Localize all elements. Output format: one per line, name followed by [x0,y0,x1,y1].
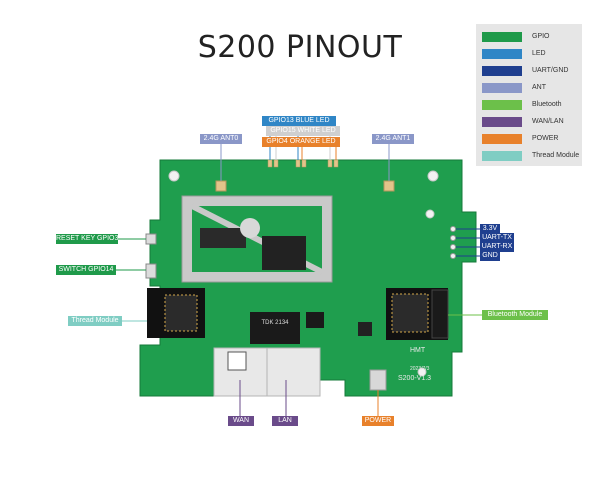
tag-ant0: 2.4G ANT0 [200,134,242,144]
legend-item-gpio: GPIO [482,32,582,44]
silk-model: S200-V1.3 [398,375,431,382]
tag-gnd: GND [480,251,500,261]
tag-power: POWER [362,416,394,426]
switch-part [145,263,157,279]
page-title: S200 PINOUT [197,30,403,65]
chip-small [200,228,246,248]
led-pad [273,159,279,168]
legend-item-led: LED [482,49,582,61]
legend-item-ant: ANT [482,83,582,95]
ethernet-chip-text: TDK 2134 [261,320,289,326]
tag-switch-gpio14: SWITCH GPIO14 [56,265,116,275]
pin-gnd [450,253,456,259]
legend-swatch [482,49,522,59]
ant0-pad [215,180,227,192]
legend-item-bluetooth: Bluetooth [482,100,582,112]
led-pad [301,159,307,168]
qr-code [227,351,247,371]
legend-label: UART/GND [532,67,569,74]
tag-uart-tx: UART-TX [480,233,514,243]
tag-3v3: 3.3V [480,224,500,234]
bluetooth-module-chip [391,293,429,333]
silk-hmt: HMT [410,347,426,354]
legend-label: WAN/LAN [532,118,564,125]
tag-ant1: 2.4G ANT1 [372,134,414,144]
mount-hole [427,170,439,182]
legend-label: Thread Module [532,152,580,159]
usb-c-port [369,369,387,391]
bluetooth-header [431,289,449,339]
led-pad [327,159,333,168]
legend-item-thread: Thread Module [482,151,582,163]
small-ic [306,312,324,328]
inductor [358,322,372,336]
led-pad [333,159,339,168]
pin-rx [450,244,456,250]
tag-bluetooth-module: Bluetooth Module [482,310,548,320]
ethernet-chip [250,312,300,344]
legend-swatch [482,134,522,144]
legend: GPIO LED UART/GND ANT Bluetooth WAN/LAN … [476,24,582,166]
legend-item-uart-gnd: UART/GND [482,66,582,78]
silk-date: 2023/7/3 [410,366,430,372]
ant1-pad [383,180,395,192]
tag-reset-gpio3: RESET KEY GPIO3 [56,234,118,244]
tag-uart-rx: UART-RX [480,242,514,252]
legend-item-power: POWER [482,134,582,146]
mount-hole [417,367,427,377]
tag-thread-module: Thread Module [68,316,122,326]
thread-module-chip [164,294,198,332]
reset-button-part [145,233,157,245]
legend-item-wan-lan: WAN/LAN [482,117,582,129]
led-pad [295,159,301,168]
legend-swatch [482,66,522,76]
mount-hole [168,170,180,182]
tag-gpio15: GPIO15 WHITE LED [266,126,340,136]
legend-swatch [482,151,522,161]
legend-swatch [482,100,522,110]
legend-label: POWER [532,135,559,142]
legend-label: ANT [532,84,546,91]
pin-tx [450,235,456,241]
shield-pad [240,218,260,238]
tag-gpio4: GPIO4 ORANGE LED [262,137,340,147]
pin-3v3 [450,226,456,232]
mount-hole [425,209,435,219]
legend-swatch [482,32,522,42]
legend-label: GPIO [532,33,550,40]
tag-wan: WAN [228,416,254,426]
tag-lan: LAN [272,416,298,426]
legend-swatch [482,117,522,127]
legend-label: LED [532,50,546,57]
chip-main [262,236,306,270]
legend-label: Bluetooth [532,101,562,108]
legend-swatch [482,83,522,93]
led-pad [267,159,273,168]
tag-gpio13: GPIO13 BLUE LED [262,116,336,126]
